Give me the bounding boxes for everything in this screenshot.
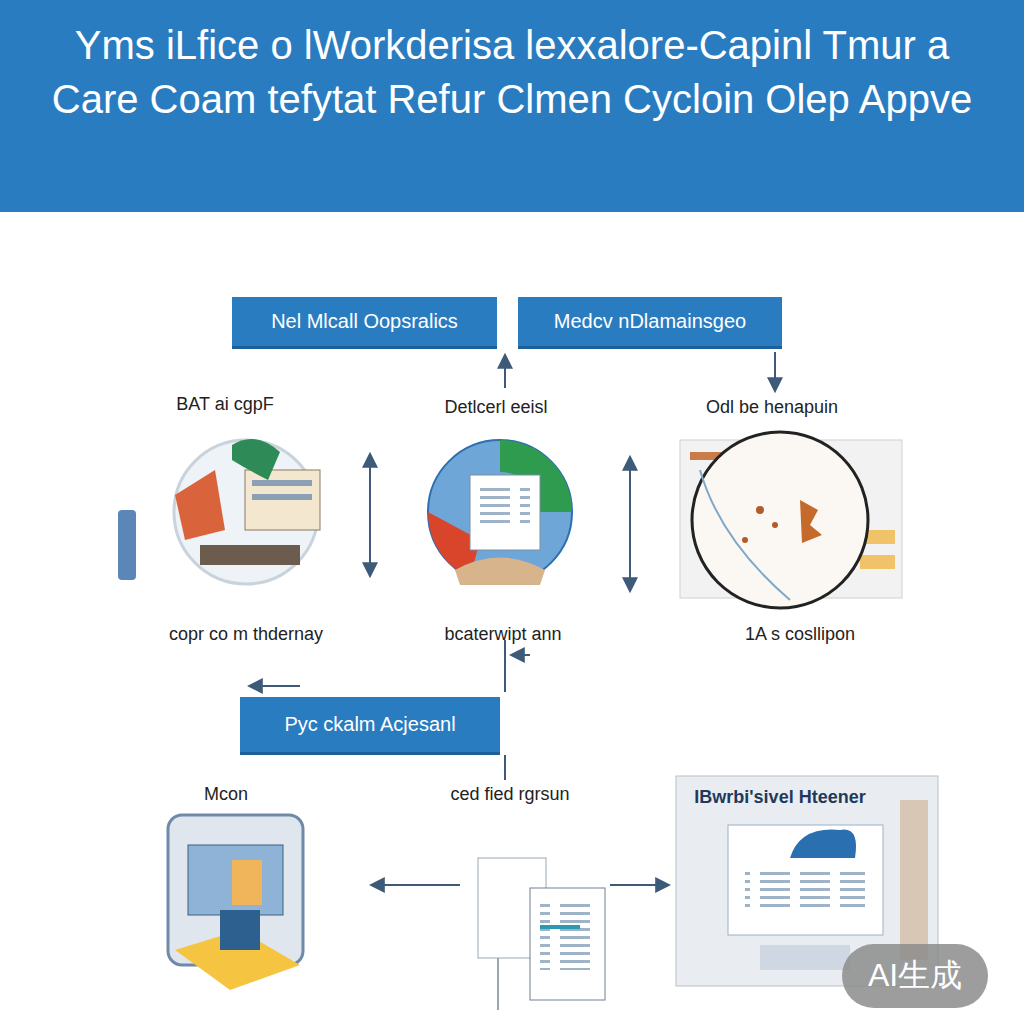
box-label: Pyc ckalm Acjesanl bbox=[272, 713, 467, 736]
caption-label: bcaterwipt ann bbox=[444, 624, 561, 645]
box-label: Medcv nDlamainsgeo bbox=[542, 310, 758, 333]
document-illustration bbox=[478, 858, 605, 1010]
caption-label: Detlcerl eeisl bbox=[444, 397, 547, 418]
circle-illustration bbox=[118, 439, 320, 584]
caption-label: Odl be henapuin bbox=[706, 397, 838, 418]
caption-label: IBwrbi'sivel Hteener bbox=[690, 787, 869, 808]
watermark: AI生成 bbox=[842, 944, 988, 1008]
caption-label: Mcon bbox=[204, 784, 248, 805]
title: Yms iLfice o lWorkderisa lexxalore-Capin… bbox=[40, 18, 984, 126]
process-box: Pyc ckalm Acjesanl bbox=[240, 697, 500, 755]
kiosk-illustration bbox=[168, 815, 303, 990]
caption-label: ced fied rgrsun bbox=[450, 784, 569, 805]
screen-illustration bbox=[680, 432, 902, 608]
process-box: Medcv nDlamainsgeo bbox=[518, 297, 782, 349]
box-label: Nel Mlcall Oopsralics bbox=[259, 310, 470, 333]
caption-label: copr co m thdernay bbox=[169, 624, 323, 645]
process-box: Nel Mlcall Oopsralics bbox=[232, 297, 497, 349]
caption-label: 1A s cosllipon bbox=[745, 624, 855, 645]
caption-label: BAT ai cgpF bbox=[176, 394, 273, 415]
circle-illustration bbox=[428, 440, 572, 585]
